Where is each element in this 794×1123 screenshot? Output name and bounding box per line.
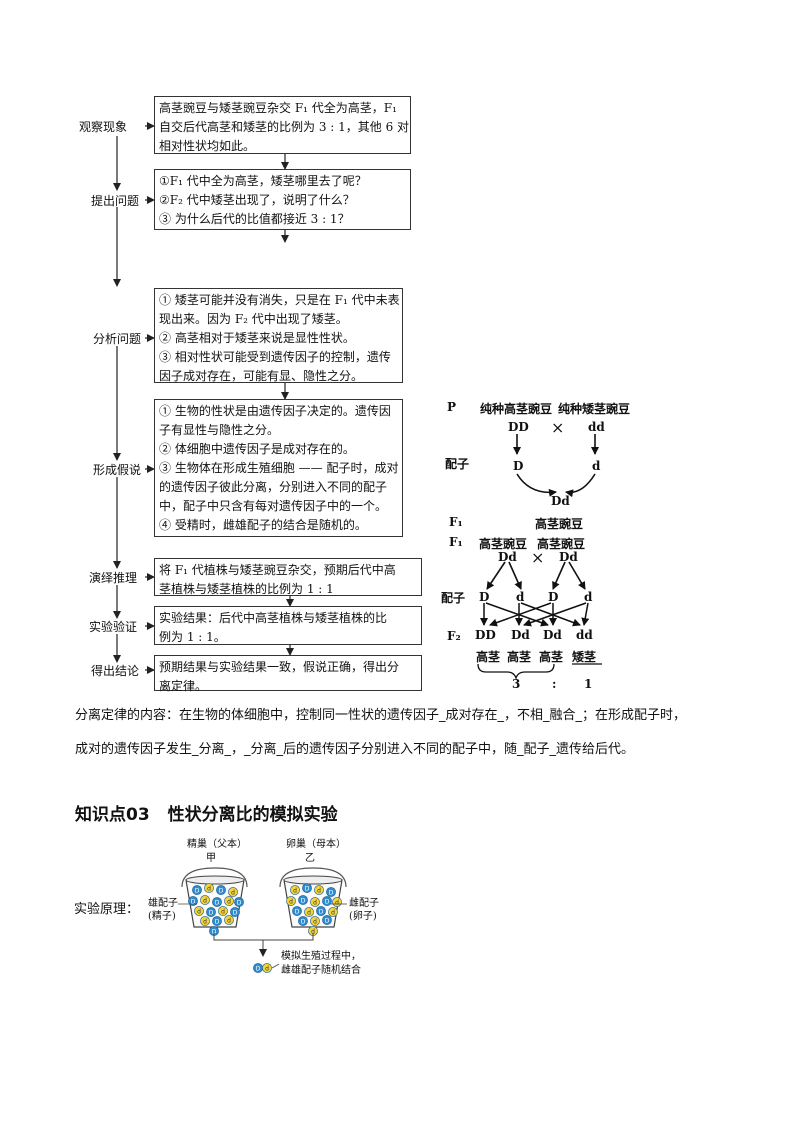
ball-right-label: d: [289, 898, 293, 905]
ball-right-label: d: [331, 909, 335, 916]
ball-right-label: D: [301, 918, 306, 925]
ball-right-label: D: [325, 917, 330, 924]
result-ball-D-label: D: [256, 965, 261, 972]
ball-right-label: D: [319, 908, 324, 915]
ball-right-label: D: [301, 897, 306, 904]
ball-right-label: D: [295, 908, 300, 915]
ball-right-label: d: [313, 899, 317, 906]
ball-left-label: d: [221, 908, 225, 915]
ball-left-label: d: [227, 917, 231, 924]
ball-right-label: d: [335, 899, 339, 906]
ball-left-label: d: [207, 885, 211, 892]
ball-left-label: D: [195, 887, 200, 894]
ball-left-label: D: [237, 899, 242, 906]
ball-right-label: d: [313, 918, 317, 925]
result-ball-d-label: d: [265, 965, 269, 972]
ball-left-label: d: [203, 918, 207, 925]
ball-right-label: D: [325, 898, 330, 905]
ball-right-label: d: [293, 887, 297, 894]
ball-right-label: d: [317, 887, 321, 894]
ball-right-label: D: [329, 889, 334, 896]
ball-left-label: D: [215, 899, 220, 906]
ball-right-label: D: [305, 885, 310, 892]
ball-left-label: D: [215, 918, 220, 925]
ball-left-label: d: [227, 898, 231, 905]
ball-left-label: D: [233, 909, 238, 916]
ball-left-label: D: [209, 909, 214, 916]
ball-right-label: d: [307, 909, 311, 916]
ball-left-label: d: [203, 897, 207, 904]
merge-connector: [214, 933, 313, 940]
ball-left-label: d: [231, 889, 235, 896]
ball-left-label: D: [219, 887, 224, 894]
ball-left-label: d: [197, 908, 201, 915]
result-leader: [272, 964, 279, 968]
